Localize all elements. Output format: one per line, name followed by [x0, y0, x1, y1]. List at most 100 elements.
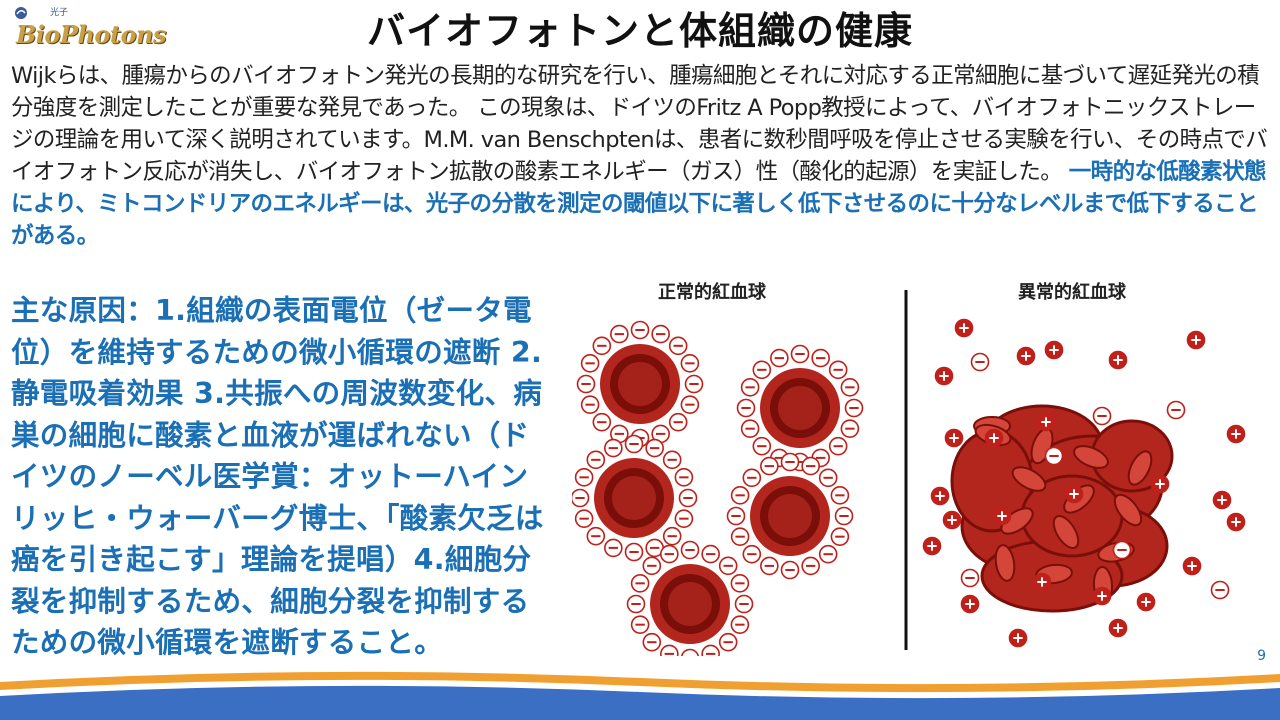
negative-charge-icon — [680, 354, 700, 373]
footer-wave — [0, 671, 1280, 720]
logo-text: BioPhotons — [16, 20, 166, 49]
intro-highlight: 一時的な低酸素状態により、ミトコンドリアのエネルギーは、光子の分散を測定の閾値以… — [11, 159, 1266, 249]
normal-red-blood-cell — [600, 344, 680, 424]
negative-charge-icon — [780, 452, 800, 472]
positive-charge-icon — [1092, 586, 1112, 606]
negative-charge-icon — [630, 320, 650, 340]
positive-charge-icon — [1182, 556, 1202, 576]
positive-charge-icon — [1044, 340, 1064, 360]
normal-cells-label: 正常的紅血球 — [658, 282, 766, 303]
positive-charge-icon — [1008, 628, 1028, 648]
page-title: バイオフォトンと体組織の健康 — [366, 9, 913, 53]
negative-charge-icon — [684, 374, 704, 394]
negative-charge-icon — [680, 540, 700, 560]
negative-charge-icon — [801, 556, 820, 576]
negative-charge-icon — [580, 354, 600, 373]
positive-charge-icon — [1150, 474, 1170, 494]
negative-charge-icon — [790, 344, 810, 364]
logo-subtext: 光子 — [50, 8, 69, 18]
positive-charge-icon — [954, 318, 974, 338]
negative-charge-icon — [742, 544, 762, 564]
positive-charge-icon — [1064, 484, 1084, 504]
negative-charge-icon — [734, 594, 754, 614]
negative-charge-icon — [642, 632, 662, 652]
negative-charge-icon — [718, 632, 738, 652]
negative-charge-icon — [580, 395, 600, 414]
negative-charge-icon — [730, 527, 750, 546]
negative-charge-icon — [574, 509, 594, 528]
negative-charge-icon — [1044, 446, 1064, 466]
negative-charge-icon — [660, 644, 679, 656]
positive-charge-icon — [1226, 424, 1246, 444]
intro-paragraph: Wijkらは、腫瘍からのバイオフォトン発光の長期的な研究を行い、腫瘍細胞とそれに… — [11, 60, 1269, 252]
negative-charge-icon — [1092, 406, 1112, 426]
positive-charge-icon — [1186, 330, 1206, 350]
negative-charge-icon — [780, 560, 800, 580]
negative-charge-icon — [960, 568, 980, 588]
negative-charge-icon — [651, 324, 670, 344]
page-number: 9 — [1257, 648, 1266, 664]
negative-charge-icon — [730, 574, 750, 593]
cells-illustration — [572, 290, 1246, 656]
normal-red-blood-cell — [760, 368, 840, 448]
negative-charge-icon — [586, 450, 606, 470]
negative-charge-icon — [742, 468, 762, 488]
negative-charge-icon — [610, 324, 629, 344]
positive-charge-icon — [1108, 618, 1128, 638]
negative-charge-icon — [624, 434, 644, 454]
negative-charge-icon — [678, 488, 698, 508]
negative-charge-icon — [811, 348, 830, 368]
positive-charge-icon — [1108, 350, 1128, 370]
abnormal-cells-label: 異常的紅血球 — [1018, 282, 1126, 303]
negative-charge-icon — [586, 526, 606, 546]
negative-charge-icon — [830, 527, 850, 546]
negative-charge-icon — [592, 336, 612, 356]
negative-charge-icon — [674, 509, 694, 528]
negative-charge-icon — [626, 594, 646, 614]
negative-charge-icon — [844, 398, 864, 418]
negative-charge-icon — [680, 648, 700, 656]
negative-charge-icon — [840, 419, 860, 438]
negative-charge-icon — [740, 378, 760, 397]
positive-charge-icon — [922, 536, 942, 556]
positive-charge-icon — [992, 506, 1012, 526]
intro-text: Wijkらは、腫瘍からのバイオフォトン発光の長期的な研究を行い、腫瘍細胞とそれに… — [11, 63, 1268, 185]
positive-charge-icon — [1136, 592, 1156, 612]
negative-charge-icon — [645, 438, 664, 458]
negative-charge-icon — [1112, 540, 1132, 560]
negative-charge-icon — [730, 615, 750, 634]
positive-charge-icon — [1212, 490, 1232, 510]
normal-red-blood-cell — [594, 458, 674, 538]
negative-charge-icon — [701, 644, 720, 656]
negative-charge-icon — [818, 468, 838, 488]
footer-wave-blue — [0, 685, 1280, 720]
positive-charge-icon — [930, 486, 950, 506]
negative-charge-icon — [718, 556, 738, 576]
negative-charge-icon — [576, 374, 596, 394]
negative-charge-icon — [740, 419, 760, 438]
negative-charge-icon — [840, 378, 860, 397]
negative-charge-icon — [668, 412, 688, 432]
biophotons-logo: 光子 BioPhotons — [12, 4, 172, 56]
negative-charge-icon — [801, 456, 820, 476]
negative-charge-icon — [828, 360, 848, 380]
negative-charge-icon — [630, 574, 650, 593]
negative-charge-icon — [662, 450, 682, 470]
normal-red-blood-cell — [750, 476, 830, 556]
negative-charge-icon — [624, 542, 644, 562]
negative-charge-icon — [668, 336, 688, 356]
main-causes-text: 主な原因：1.組織の表面電位（ゼータ電位）を維持するための微小循環の遮断 2.静… — [11, 294, 544, 659]
negative-charge-icon — [752, 436, 772, 456]
negative-charge-icon — [760, 456, 779, 476]
negative-charge-icon — [1166, 400, 1186, 420]
positive-charge-icon — [944, 428, 964, 448]
negative-charge-icon — [834, 506, 854, 526]
positive-charge-icon — [942, 510, 962, 530]
negative-charge-icon — [604, 438, 623, 458]
negative-charge-icon — [760, 556, 779, 576]
negative-charge-icon — [592, 412, 612, 432]
negative-charge-icon — [674, 468, 694, 487]
positive-charge-icon — [1036, 412, 1056, 432]
negative-charge-icon — [770, 348, 789, 368]
normal-red-blood-cell — [650, 564, 730, 644]
